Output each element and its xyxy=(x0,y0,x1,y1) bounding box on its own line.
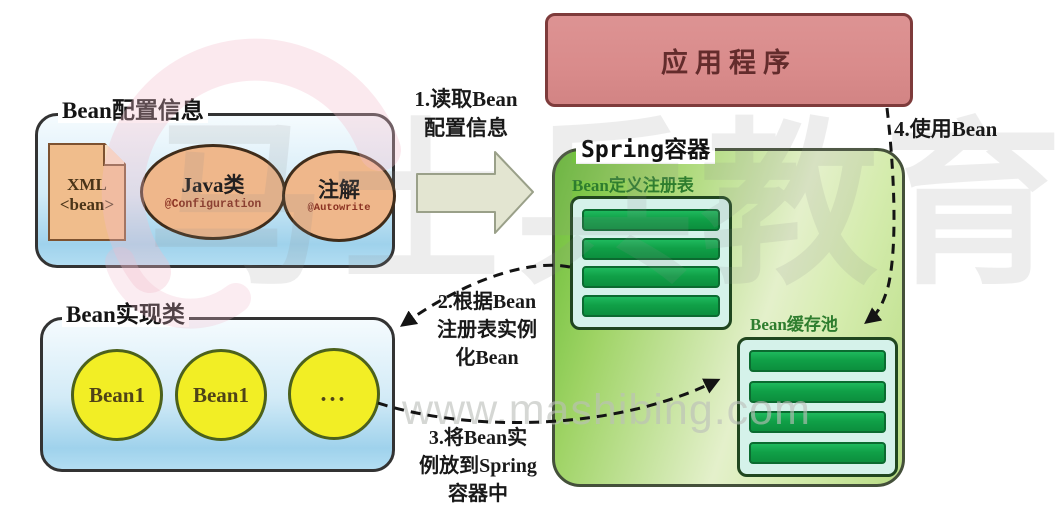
cache-bean-bar xyxy=(749,441,886,464)
cache-bean-bar xyxy=(749,350,886,372)
cache-bean-bar xyxy=(749,411,886,434)
impl-box: Bean1 Bean1 ... xyxy=(40,317,395,472)
step3-line1: 3.将Bean实 xyxy=(428,427,528,449)
xml-doc-tag: <bean> xyxy=(59,195,115,214)
registry-title: Bean定义注册表 xyxy=(572,176,694,195)
read-config-block-arrow xyxy=(416,151,534,234)
annotation-ellipse: 注解 @Autowrite xyxy=(282,150,396,242)
step1-line1: 1.读取Bean xyxy=(414,87,518,111)
registry-bean-bar xyxy=(582,237,720,260)
cache-bean-bar xyxy=(749,380,886,403)
step2-line3: 化Bean xyxy=(455,347,519,369)
config-box-title: Bean配置信息 xyxy=(58,98,208,124)
folded-corner-icon xyxy=(103,145,124,166)
step2-label: 2.根据Bean 注册表实例 化Bean xyxy=(412,288,562,372)
impl-box-title: Bean实现类 xyxy=(62,302,189,328)
bean-circle-2: Bean1 xyxy=(175,349,267,441)
step3-line3: 容器中 xyxy=(448,483,508,505)
spring-container-title: Spring容器 xyxy=(576,130,716,164)
java-class-annotation: @Configuration xyxy=(164,197,262,211)
step2-line1: 2.根据Bean xyxy=(437,291,537,313)
application-box: 应用程序 xyxy=(545,13,913,107)
annotation-title: 注解 xyxy=(318,177,360,202)
xml-doc-name: XML xyxy=(67,175,107,194)
registry-bean-bar xyxy=(582,294,720,317)
step1-label: 1.读取Bean 配置信息 xyxy=(403,85,529,144)
java-class-title: Java类 xyxy=(181,173,245,198)
java-class-ellipse: Java类 @Configuration xyxy=(140,144,286,240)
registry-bean-bar xyxy=(582,209,720,231)
step4-label: 4.使用Bean xyxy=(894,117,998,141)
step3-line2: 例放到Spring xyxy=(419,455,537,477)
step3-label: 3.将Bean实 例放到Spring 容器中 xyxy=(396,424,560,508)
registry-bean-bar xyxy=(582,266,720,289)
step2-line2: 注册表实例 xyxy=(437,319,537,341)
bean-circle-1: Bean1 xyxy=(71,349,163,441)
application-title: 应用程序 xyxy=(661,47,797,78)
xml-document: XML <bean> xyxy=(48,143,126,241)
bean-cache-panel xyxy=(737,337,898,477)
step1-line2: 配置信息 xyxy=(424,116,508,141)
bean-registry-panel xyxy=(570,196,732,330)
annotation-code: @Autowrite xyxy=(307,202,371,215)
bean-circle-more: ... xyxy=(288,348,380,440)
config-box: XML <bean> Java类 @Configuration 注解 @Auto… xyxy=(35,113,396,268)
cache-pool-title: Bean缓存池 xyxy=(750,315,838,334)
